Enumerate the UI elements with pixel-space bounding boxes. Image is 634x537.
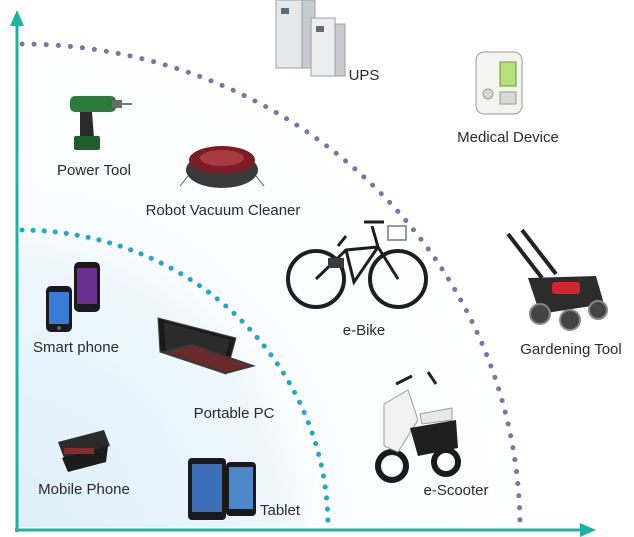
y-axis-arrow-icon bbox=[10, 10, 24, 26]
label-power-tool: Power Tool bbox=[57, 162, 131, 179]
robot-vacuum-icon bbox=[179, 146, 265, 188]
label-portable-pc: Portable PC bbox=[193, 405, 275, 422]
label-escooter: e-Scooter bbox=[423, 482, 489, 499]
laptop-icon bbox=[157, 317, 256, 375]
label-ups: UPS bbox=[348, 67, 380, 84]
escooter-icon bbox=[375, 371, 461, 483]
flip-phone-icon bbox=[58, 430, 110, 472]
label-mobile-phone: Mobile Phone bbox=[38, 481, 130, 498]
x-axis-arrow-icon bbox=[580, 523, 596, 537]
label-smart-phone: Smart phone bbox=[33, 339, 119, 356]
label-gardening-tool: Gardening Tool bbox=[520, 341, 622, 358]
axes bbox=[10, 10, 596, 537]
lawn-mower-icon bbox=[506, 228, 608, 331]
label-robot-vacuum-cleaner: Robot Vacuum Cleaner bbox=[145, 202, 301, 219]
tablet-icon bbox=[188, 458, 256, 520]
ups-cabinet-icon bbox=[275, 0, 346, 77]
label-tablet: Tablet bbox=[259, 502, 301, 519]
label-ebike: e-Bike bbox=[342, 322, 386, 339]
smartphone-icon bbox=[46, 262, 100, 332]
power-drill-icon bbox=[70, 96, 132, 150]
infusion-pump-icon bbox=[475, 51, 523, 115]
outer-dotted-arc bbox=[19, 41, 523, 531]
ebike-icon bbox=[286, 220, 428, 309]
label-medical-device: Medical Device bbox=[457, 129, 559, 146]
